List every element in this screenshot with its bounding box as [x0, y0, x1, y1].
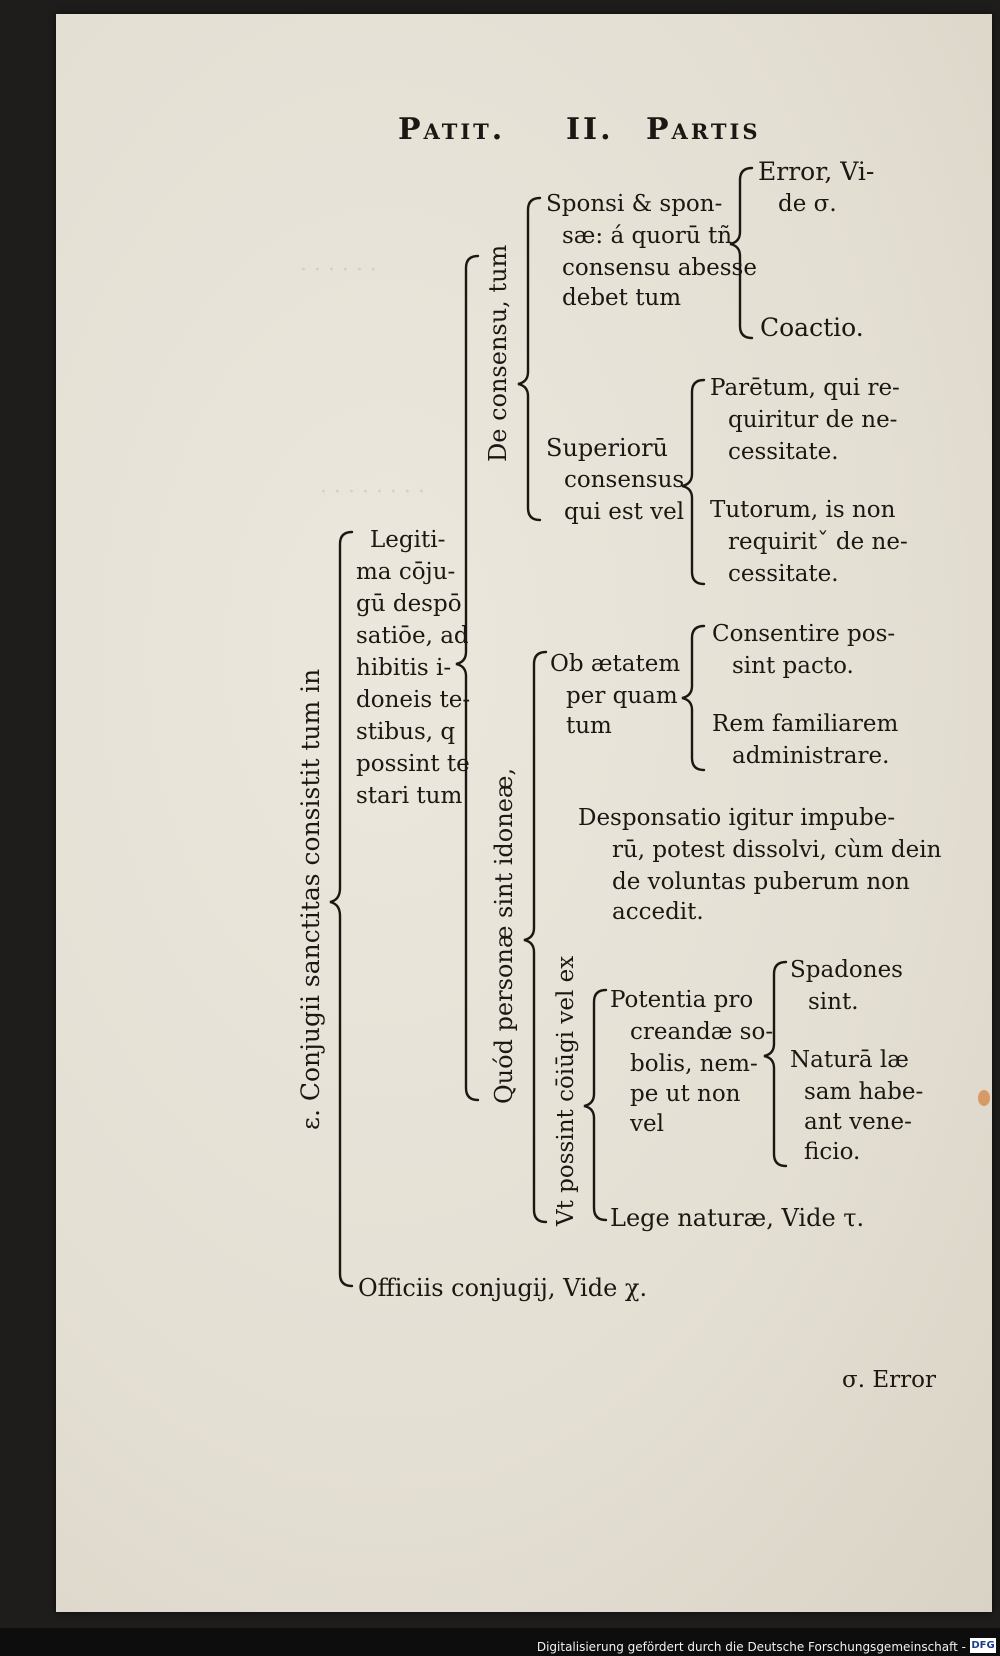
consentire-line: Consentire pos-	[712, 621, 896, 647]
running-head-left: Patit.	[398, 112, 506, 147]
brace-sponsi	[729, 166, 754, 340]
tutorum-line: cessitate.	[728, 561, 839, 587]
de-consensu-label: De consensu, tum	[484, 244, 512, 462]
officiis-text: Officiis conjugij, Vide χ.	[358, 1274, 648, 1302]
brace-legitima	[455, 254, 480, 1102]
page-stain	[978, 1090, 990, 1106]
brace-superiorum	[681, 378, 706, 586]
consentire-line: sint pacto.	[732, 653, 854, 679]
potentia-line: bolis, nem-	[630, 1051, 758, 1077]
superiorum-line: qui est vel	[564, 499, 685, 525]
book-page	[56, 14, 992, 1612]
footer-bar	[0, 1628, 1000, 1656]
tutorum-line: Tutorum, is non	[710, 497, 896, 523]
rem-familiarem-line: administrare.	[732, 743, 890, 769]
legitima-line: possint te	[356, 751, 470, 777]
rem-familiarem-line: Rem familiarem	[712, 711, 899, 737]
natura-line: sam habe-	[804, 1079, 924, 1105]
vt-possint-label: Vt possint cōiūgi vel ex	[553, 955, 579, 1226]
brace-aetatem	[681, 624, 706, 772]
show-through-text: · · · · · ·	[300, 258, 377, 283]
sponsi-line: Sponsi & spon-	[546, 191, 723, 217]
brace-personae	[523, 650, 548, 1224]
desponsatio-line: rū, potest dissolvi, cùm dein	[612, 837, 942, 863]
root-label: ε. Conjugii sanctitas consistit tum in	[296, 668, 325, 1130]
show-through-text: · · · · · · · ·	[320, 480, 425, 505]
footer-credit: Digitalisierung gefördert durch die Deut…	[536, 1640, 966, 1654]
legitima-line: satiōe, ad	[356, 623, 469, 649]
potentia-line: vel	[630, 1111, 664, 1137]
legitima-line: doneis te-	[356, 687, 471, 713]
natura-line: ficio.	[804, 1139, 861, 1165]
ob-aetatem-line: tum	[566, 713, 612, 739]
natura-line: ant vene-	[804, 1109, 912, 1135]
dfg-logo: DFG	[970, 1638, 996, 1653]
desponsatio-line: de voluntas puberum non	[612, 869, 910, 895]
natura-line: Naturā læ	[790, 1047, 909, 1073]
superiorum-line: Superiorū	[546, 434, 668, 462]
error-line: de σ.	[778, 191, 837, 217]
spadones-line: sint.	[808, 989, 859, 1015]
potentia-line: Potentia pro	[610, 987, 754, 1013]
legitima-line: hibitis i-	[356, 655, 452, 681]
potentia-line: creandæ so-	[630, 1019, 774, 1045]
parentum-line: quiritur de ne-	[728, 407, 898, 433]
lege-naturae-text: Lege naturæ, Vide τ.	[610, 1204, 865, 1232]
parentum-line: cessitate.	[728, 439, 839, 465]
brace-root	[329, 530, 354, 1288]
potentia-line: pe ut non	[630, 1081, 741, 1107]
ob-aetatem-line: per quam	[566, 683, 678, 709]
legitima-line: stibus, q	[356, 719, 456, 745]
legitima-line: Legiti-	[370, 527, 446, 553]
quod-personae-label: Quód personæ sint idoneæ,	[490, 767, 518, 1104]
running-head-right: Partis	[646, 112, 761, 147]
ob-aetatem-line: Ob ætatem	[550, 651, 681, 677]
tutorum-line: requiritˇ de ne-	[728, 529, 908, 555]
running-head-numeral: II.	[566, 112, 614, 147]
spadones-line: Spadones	[790, 957, 903, 983]
error-line: Error, Vi-	[758, 157, 875, 186]
catchword: σ. Error	[842, 1367, 936, 1393]
desponsatio-line: Desponsatio igitur impube-	[578, 805, 896, 831]
desponsatio-line: accedit.	[612, 899, 704, 925]
parentum-line: Parētum, qui re-	[710, 375, 900, 401]
brace-potentia	[763, 960, 788, 1168]
sponsi-line: consensu abesse	[562, 255, 757, 281]
coactio-text: Coactio.	[760, 313, 864, 342]
sponsi-line: sæ: á quorū tñ	[562, 223, 733, 249]
brace-vt-possint	[583, 988, 608, 1222]
superiorum-line: consensus	[564, 467, 685, 493]
sponsi-line: debet tum	[562, 285, 682, 311]
legitima-line: stari tum	[356, 783, 463, 809]
legitima-line: ma cōju-	[356, 559, 456, 585]
legitima-line: gū despō	[356, 591, 462, 617]
brace-consensu	[517, 196, 542, 522]
